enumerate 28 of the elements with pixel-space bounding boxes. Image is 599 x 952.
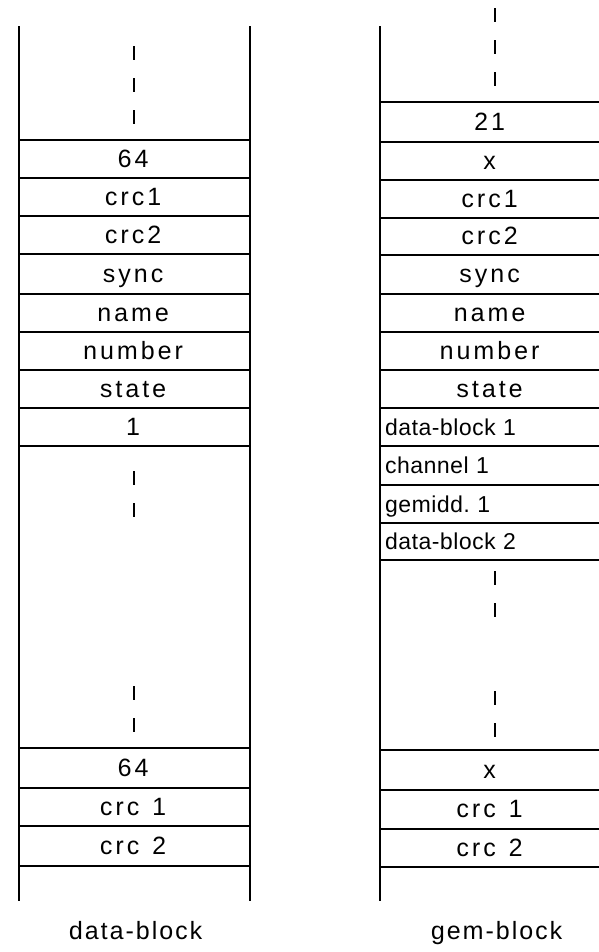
column-caption: data-block [68, 916, 206, 947]
field-row: crc2 [20, 215, 249, 255]
field-row: number [20, 331, 249, 371]
field-row: crc1 [20, 177, 249, 217]
field-row: state [381, 369, 599, 409]
field-row: number [381, 331, 599, 371]
field-row: crc 1 [20, 787, 249, 827]
field-row: 64 [20, 139, 249, 179]
field-row: channel 1 [381, 445, 599, 486]
field-row: 1 [20, 407, 249, 447]
field-row: crc 2 [381, 828, 599, 868]
field-row: crc1 [381, 179, 599, 219]
field-row: crc 2 [20, 825, 249, 867]
field-row: sync [20, 253, 249, 295]
field-row: 21 [381, 101, 599, 143]
field-row: data-block 1 [381, 407, 599, 447]
field-row: crc2 [381, 217, 599, 256]
column-caption: gem-block [430, 916, 566, 947]
field-row: 64 [20, 747, 249, 789]
field-row: x [381, 141, 599, 181]
field-row: x [381, 749, 599, 791]
field-row: data-block 2 [381, 522, 599, 561]
field-row: state [20, 369, 249, 409]
field-row: sync [381, 254, 599, 295]
field-row: gemidd. 1 [381, 484, 599, 524]
field-row: crc 1 [381, 789, 599, 830]
field-row: name [20, 293, 249, 333]
field-row: name [381, 293, 599, 333]
